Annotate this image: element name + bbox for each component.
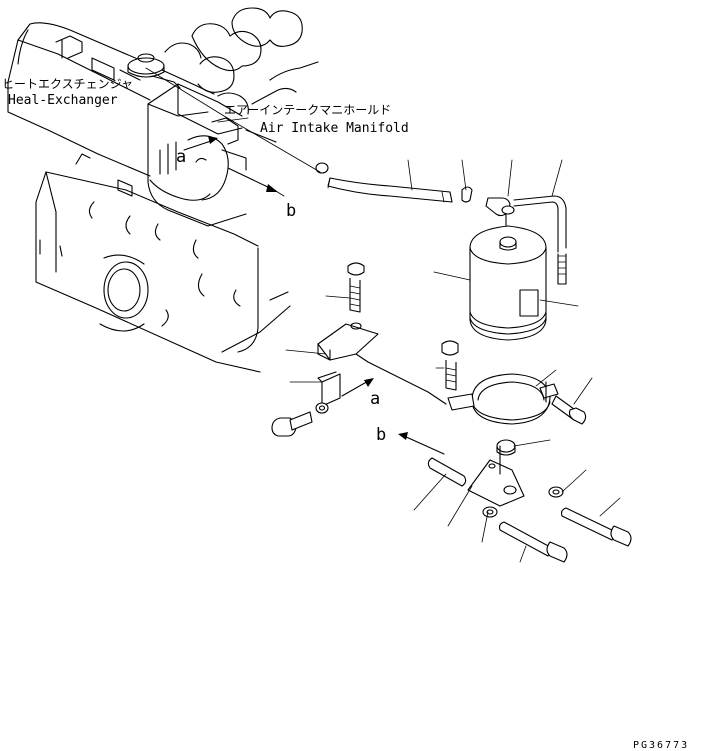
manifold-label-en: Air Intake Manifold — [260, 121, 409, 136]
mounting-plate — [467, 445, 525, 507]
ref-b-upper: b — [286, 201, 296, 221]
filter-clamp — [447, 373, 559, 425]
hex-bolt-right — [551, 395, 587, 425]
long-bolt-lower — [498, 521, 568, 563]
ref-a-lower: a — [370, 389, 380, 409]
washer-left — [315, 402, 329, 414]
arrow-a-lower — [341, 378, 374, 397]
spacer-tube — [427, 457, 467, 487]
arrow-b-lower — [398, 432, 445, 455]
hose — [315, 162, 453, 203]
tube — [513, 195, 567, 285]
ref-a-upper: a — [176, 147, 186, 167]
heat-exchanger-label-en: Heal-Exchanger — [8, 93, 118, 108]
mounting-bracket — [317, 322, 447, 405]
hex-bolt-clamp — [441, 340, 459, 391]
clip — [461, 186, 473, 203]
hex-bolt-left — [271, 411, 313, 437]
arrow-a-upper — [183, 136, 218, 151]
hex-bolt-upper — [347, 262, 365, 313]
washer-lower — [482, 506, 498, 518]
ref-b-lower: b — [376, 425, 386, 445]
heat-exchanger-label-jp: ヒートエクスチェンジャ — [2, 77, 133, 91]
manifold-label-jp: エアーインテークマニホールド — [224, 103, 391, 117]
drawing-code: PG36773 — [633, 740, 689, 751]
elbow-fitting — [485, 197, 515, 235]
washer-right — [548, 486, 564, 498]
leader-lines — [145, 67, 621, 563]
arrow-b-upper — [227, 167, 285, 197]
engine-block — [7, 7, 319, 373]
small-bracket — [317, 371, 341, 407]
filter-canister — [469, 225, 547, 341]
long-bolt-right — [560, 507, 632, 547]
